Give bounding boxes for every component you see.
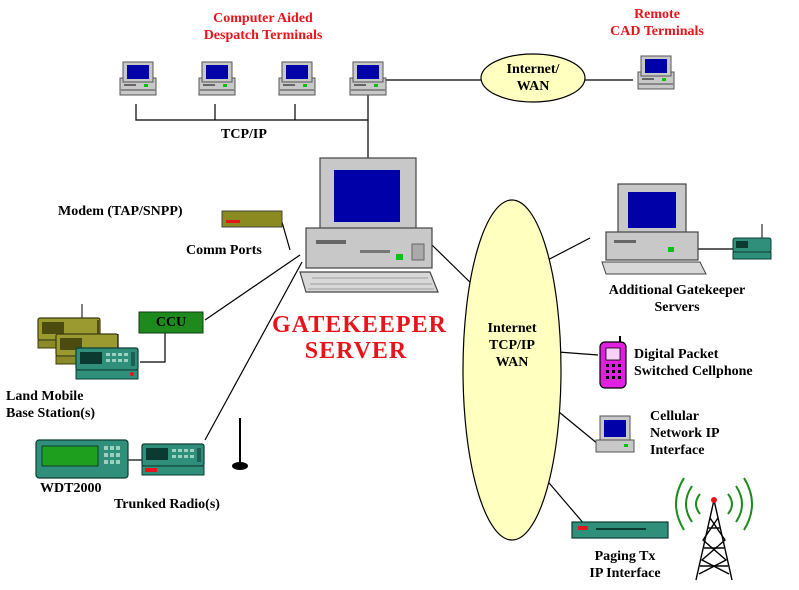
tower-icon	[675, 477, 753, 581]
internet-wan-top-label: Internet/ WAN	[494, 61, 572, 95]
internet-tcpip-wan-label: Internet TCP/IP WAN	[470, 320, 554, 371]
modem-icon	[221, 210, 283, 228]
land-mobile-line: Land Mobile	[6, 389, 84, 404]
additional-line: Additional Gatekeeper	[608, 283, 746, 298]
additional-line: Servers	[654, 300, 700, 315]
additional-server-icon	[601, 183, 707, 275]
internet-big-line: TCP/IP	[489, 338, 535, 353]
server-title-line: SERVER	[304, 338, 408, 364]
paging-label: Paging Tx IP Interface	[570, 548, 680, 582]
ccu-label: CCU	[155, 315, 187, 330]
base-station-icon	[37, 304, 139, 380]
internet-wan-line: Internet/	[506, 62, 560, 77]
digital-packet-line: Digital Packet	[634, 347, 719, 362]
small-modem-icon	[732, 224, 772, 260]
cellular-line: Network IP	[650, 426, 720, 441]
cellular-terminal-icon	[595, 415, 635, 453]
modem-label: Modem (TAP/SNPP)	[58, 204, 183, 219]
cellular-network-label: Cellular Network IP Interface	[650, 408, 720, 459]
server-title-line: GATEKEEPER	[272, 312, 447, 338]
land-mobile-line: Base Station(s)	[6, 406, 96, 421]
internet-wan-line: WAN	[516, 79, 550, 94]
cellular-line: Cellular	[650, 409, 699, 424]
cellular-line: Interface	[650, 443, 705, 458]
wdt2000-label: WDT2000	[40, 481, 102, 496]
cad-terminal-icon	[119, 61, 157, 96]
digital-packet-line: Switched Cellphone	[634, 364, 753, 379]
digital-packet-label: Digital Packet Switched Cellphone	[634, 346, 753, 380]
internet-big-line: Internet	[487, 321, 537, 336]
remote-cad-title: Remote CAD Terminals	[592, 6, 722, 40]
internet-big-line: WAN	[495, 355, 529, 370]
cad-terminal-icon	[349, 61, 387, 96]
remote-title-line: Remote	[634, 7, 680, 22]
antenna-icon	[232, 418, 248, 470]
cad-terminal-icon	[278, 61, 316, 96]
remote-terminal-icon	[637, 55, 675, 90]
cad-title-line: Computer Aided	[213, 11, 313, 26]
ccu-box	[138, 311, 204, 334]
cad-terminal-icon	[198, 61, 236, 96]
gatekeeper-server-title: GATEKEEPER SERVER	[272, 312, 447, 364]
comm-ports-label: Comm Ports	[186, 243, 262, 258]
land-mobile-label: Land Mobile Base Station(s)	[6, 388, 95, 422]
cellphone-icon	[599, 336, 627, 389]
radio-icon	[141, 443, 205, 476]
paging-line: IP Interface	[589, 566, 661, 581]
internet-tcpip-wan-cloud	[462, 199, 562, 541]
cad-title-line: Despatch Terminals	[203, 28, 323, 43]
additional-servers-label: Additional Gatekeeper Servers	[592, 282, 762, 316]
wdt2000-icon	[35, 439, 129, 479]
remote-title-line: CAD Terminals	[610, 24, 704, 39]
paging-line: Paging Tx	[594, 549, 656, 564]
tcpip-label: TCP/IP	[221, 127, 267, 142]
server-icon	[299, 157, 439, 293]
cad-terminals-title: Computer Aided Despatch Terminals	[168, 10, 358, 44]
internet-wan-cloud	[480, 53, 586, 103]
trunked-radio-label: Trunked Radio(s)	[114, 497, 220, 512]
paging-device-icon	[571, 521, 669, 539]
